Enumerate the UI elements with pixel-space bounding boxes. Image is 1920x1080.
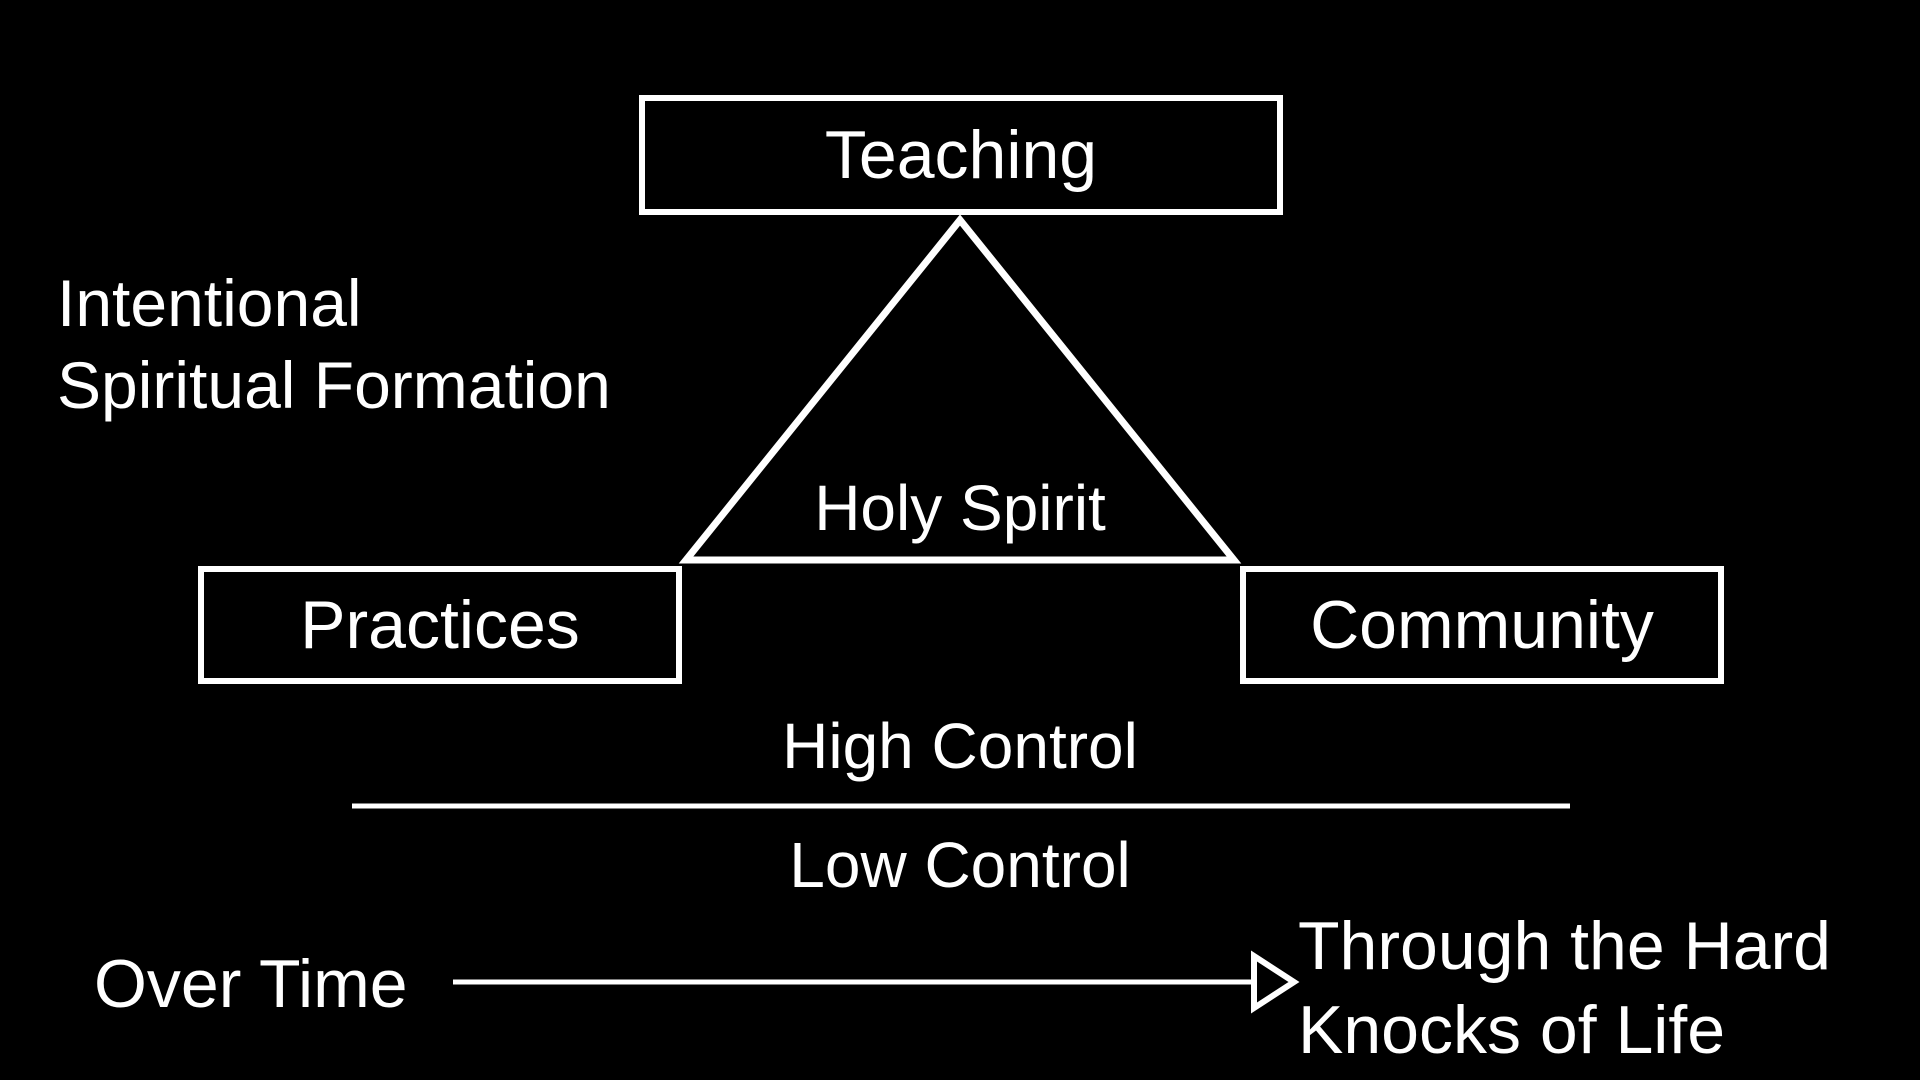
community-label: Community [1310, 587, 1654, 663]
diagram-title: Intentional Spiritual Formation [57, 262, 611, 426]
outcome-line-2: Knocks of Life [1298, 992, 1726, 1068]
outcome-line-1: Through the Hard [1298, 908, 1831, 984]
low-control-label: Low Control [789, 829, 1131, 901]
teaching-node: Teaching [639, 95, 1283, 215]
formation-triangle [678, 214, 1242, 564]
practices-label: Practices [300, 587, 580, 663]
title-line-2: Spiritual Formation [57, 348, 611, 422]
practices-node: Practices [198, 566, 682, 684]
high-control-label: High Control [782, 710, 1138, 782]
community-node: Community [1240, 566, 1724, 684]
holy-spirit-label: Holy Spirit [814, 472, 1106, 544]
over-time-label: Over Time [94, 946, 408, 1022]
title-line-1: Intentional [57, 266, 362, 340]
timeline-arrowhead-icon [1251, 950, 1300, 1014]
timeline-outcome: Through the Hard Knocks of Life [1298, 904, 1831, 1072]
teaching-label: Teaching [824, 117, 1098, 193]
